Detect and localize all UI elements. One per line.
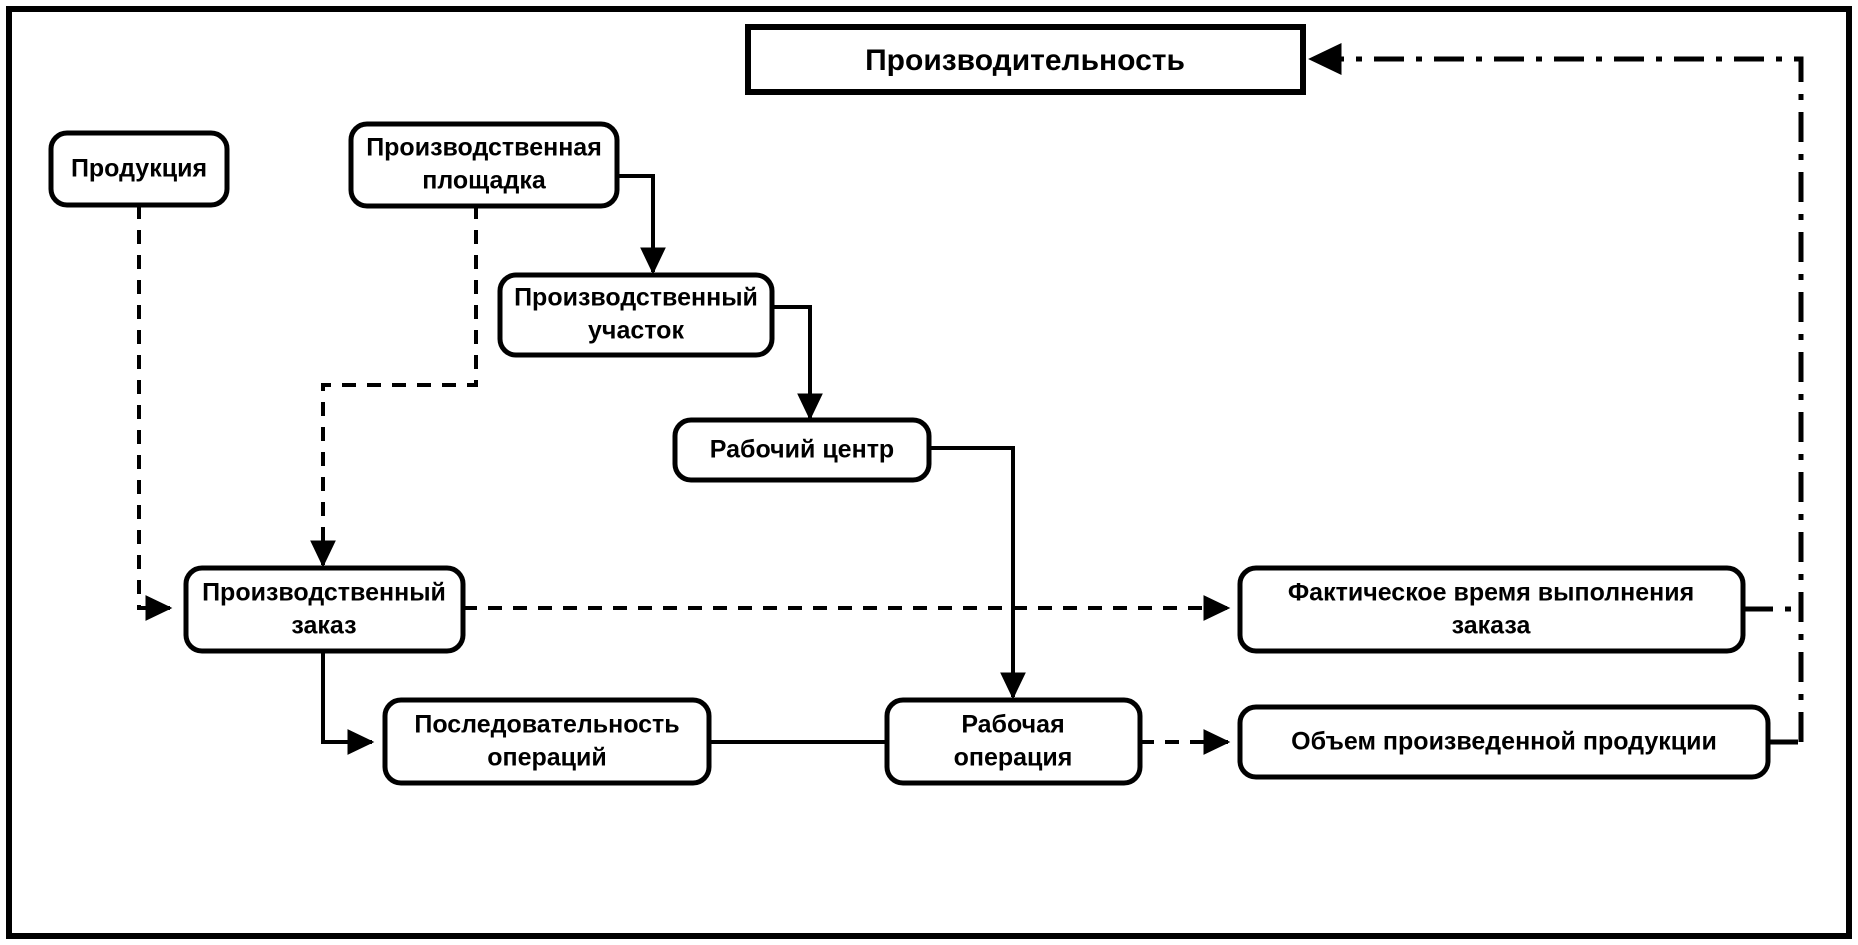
edge-order-to-sequence xyxy=(321,651,375,755)
edge-center-to-operation xyxy=(929,446,1026,700)
node-actual-lead-time-box[interactable] xyxy=(1237,565,1746,654)
node-production-site-box[interactable] xyxy=(348,121,620,209)
node-output-volume[interactable]: Объем произведенной продукции xyxy=(1237,704,1771,780)
node-performance[interactable]: Производительность xyxy=(745,24,1306,95)
node-work-center[interactable]: Рабочий центр xyxy=(672,417,932,483)
node-production-site-label-line1: Производственная xyxy=(366,134,602,162)
node-work-operation-label-line2: операция xyxy=(954,744,1073,772)
edge-site-to-area xyxy=(617,174,666,275)
node-actual-lead-time-label-line2: заказа xyxy=(1452,612,1532,640)
edge-area-to-center xyxy=(772,305,823,421)
node-production-order-label-line1: Производственный xyxy=(202,579,446,607)
node-work-center-label: Рабочий центр xyxy=(710,436,894,464)
diagram-frame xyxy=(6,6,1852,939)
node-production-area-label-line2: участок xyxy=(588,317,684,345)
node-performance-label: Производительность xyxy=(865,44,1185,77)
node-operation-sequence-box[interactable] xyxy=(382,697,712,786)
node-production-area-box[interactable] xyxy=(497,272,775,358)
node-production-order-label-line2: заказ xyxy=(291,612,356,640)
node-work-operation-box[interactable] xyxy=(884,697,1143,786)
edge-product-to-order xyxy=(137,205,173,621)
node-product-box[interactable] xyxy=(48,130,230,208)
node-work-operation[interactable]: Рабочая операция xyxy=(884,697,1143,786)
node-output-volume-box[interactable] xyxy=(1237,704,1771,780)
node-performance-box[interactable] xyxy=(745,24,1306,95)
edge-site-to-order xyxy=(310,205,478,568)
node-actual-lead-time-label-line1: Фактическое время выполнения xyxy=(1288,579,1694,607)
node-work-center-box[interactable] xyxy=(672,417,932,483)
node-production-order[interactable]: Производственный заказ xyxy=(183,565,466,654)
node-production-area[interactable]: Производственный участок xyxy=(497,272,775,358)
node-production-order-box[interactable] xyxy=(183,565,466,654)
node-production-site[interactable]: Производственная площадка xyxy=(348,121,620,209)
node-work-operation-label-line1: Рабочая xyxy=(961,711,1064,739)
edge-feedback-to-performance xyxy=(1308,42,1804,742)
node-output-volume-label: Объем произведенной продукции xyxy=(1291,728,1717,756)
node-product[interactable]: Продукция xyxy=(48,130,230,208)
node-actual-lead-time[interactable]: Фактическое время выполнения заказа xyxy=(1237,565,1746,654)
node-operation-sequence-label-line2: операций xyxy=(487,744,607,772)
node-operation-sequence-label-line1: Последовательность xyxy=(414,711,679,739)
node-production-site-label-line2: площадка xyxy=(422,167,547,195)
node-production-area-label-line1: Производственный xyxy=(514,284,758,312)
node-product-label: Продукция xyxy=(71,155,207,183)
node-operation-sequence[interactable]: Последовательность операций xyxy=(382,697,712,786)
